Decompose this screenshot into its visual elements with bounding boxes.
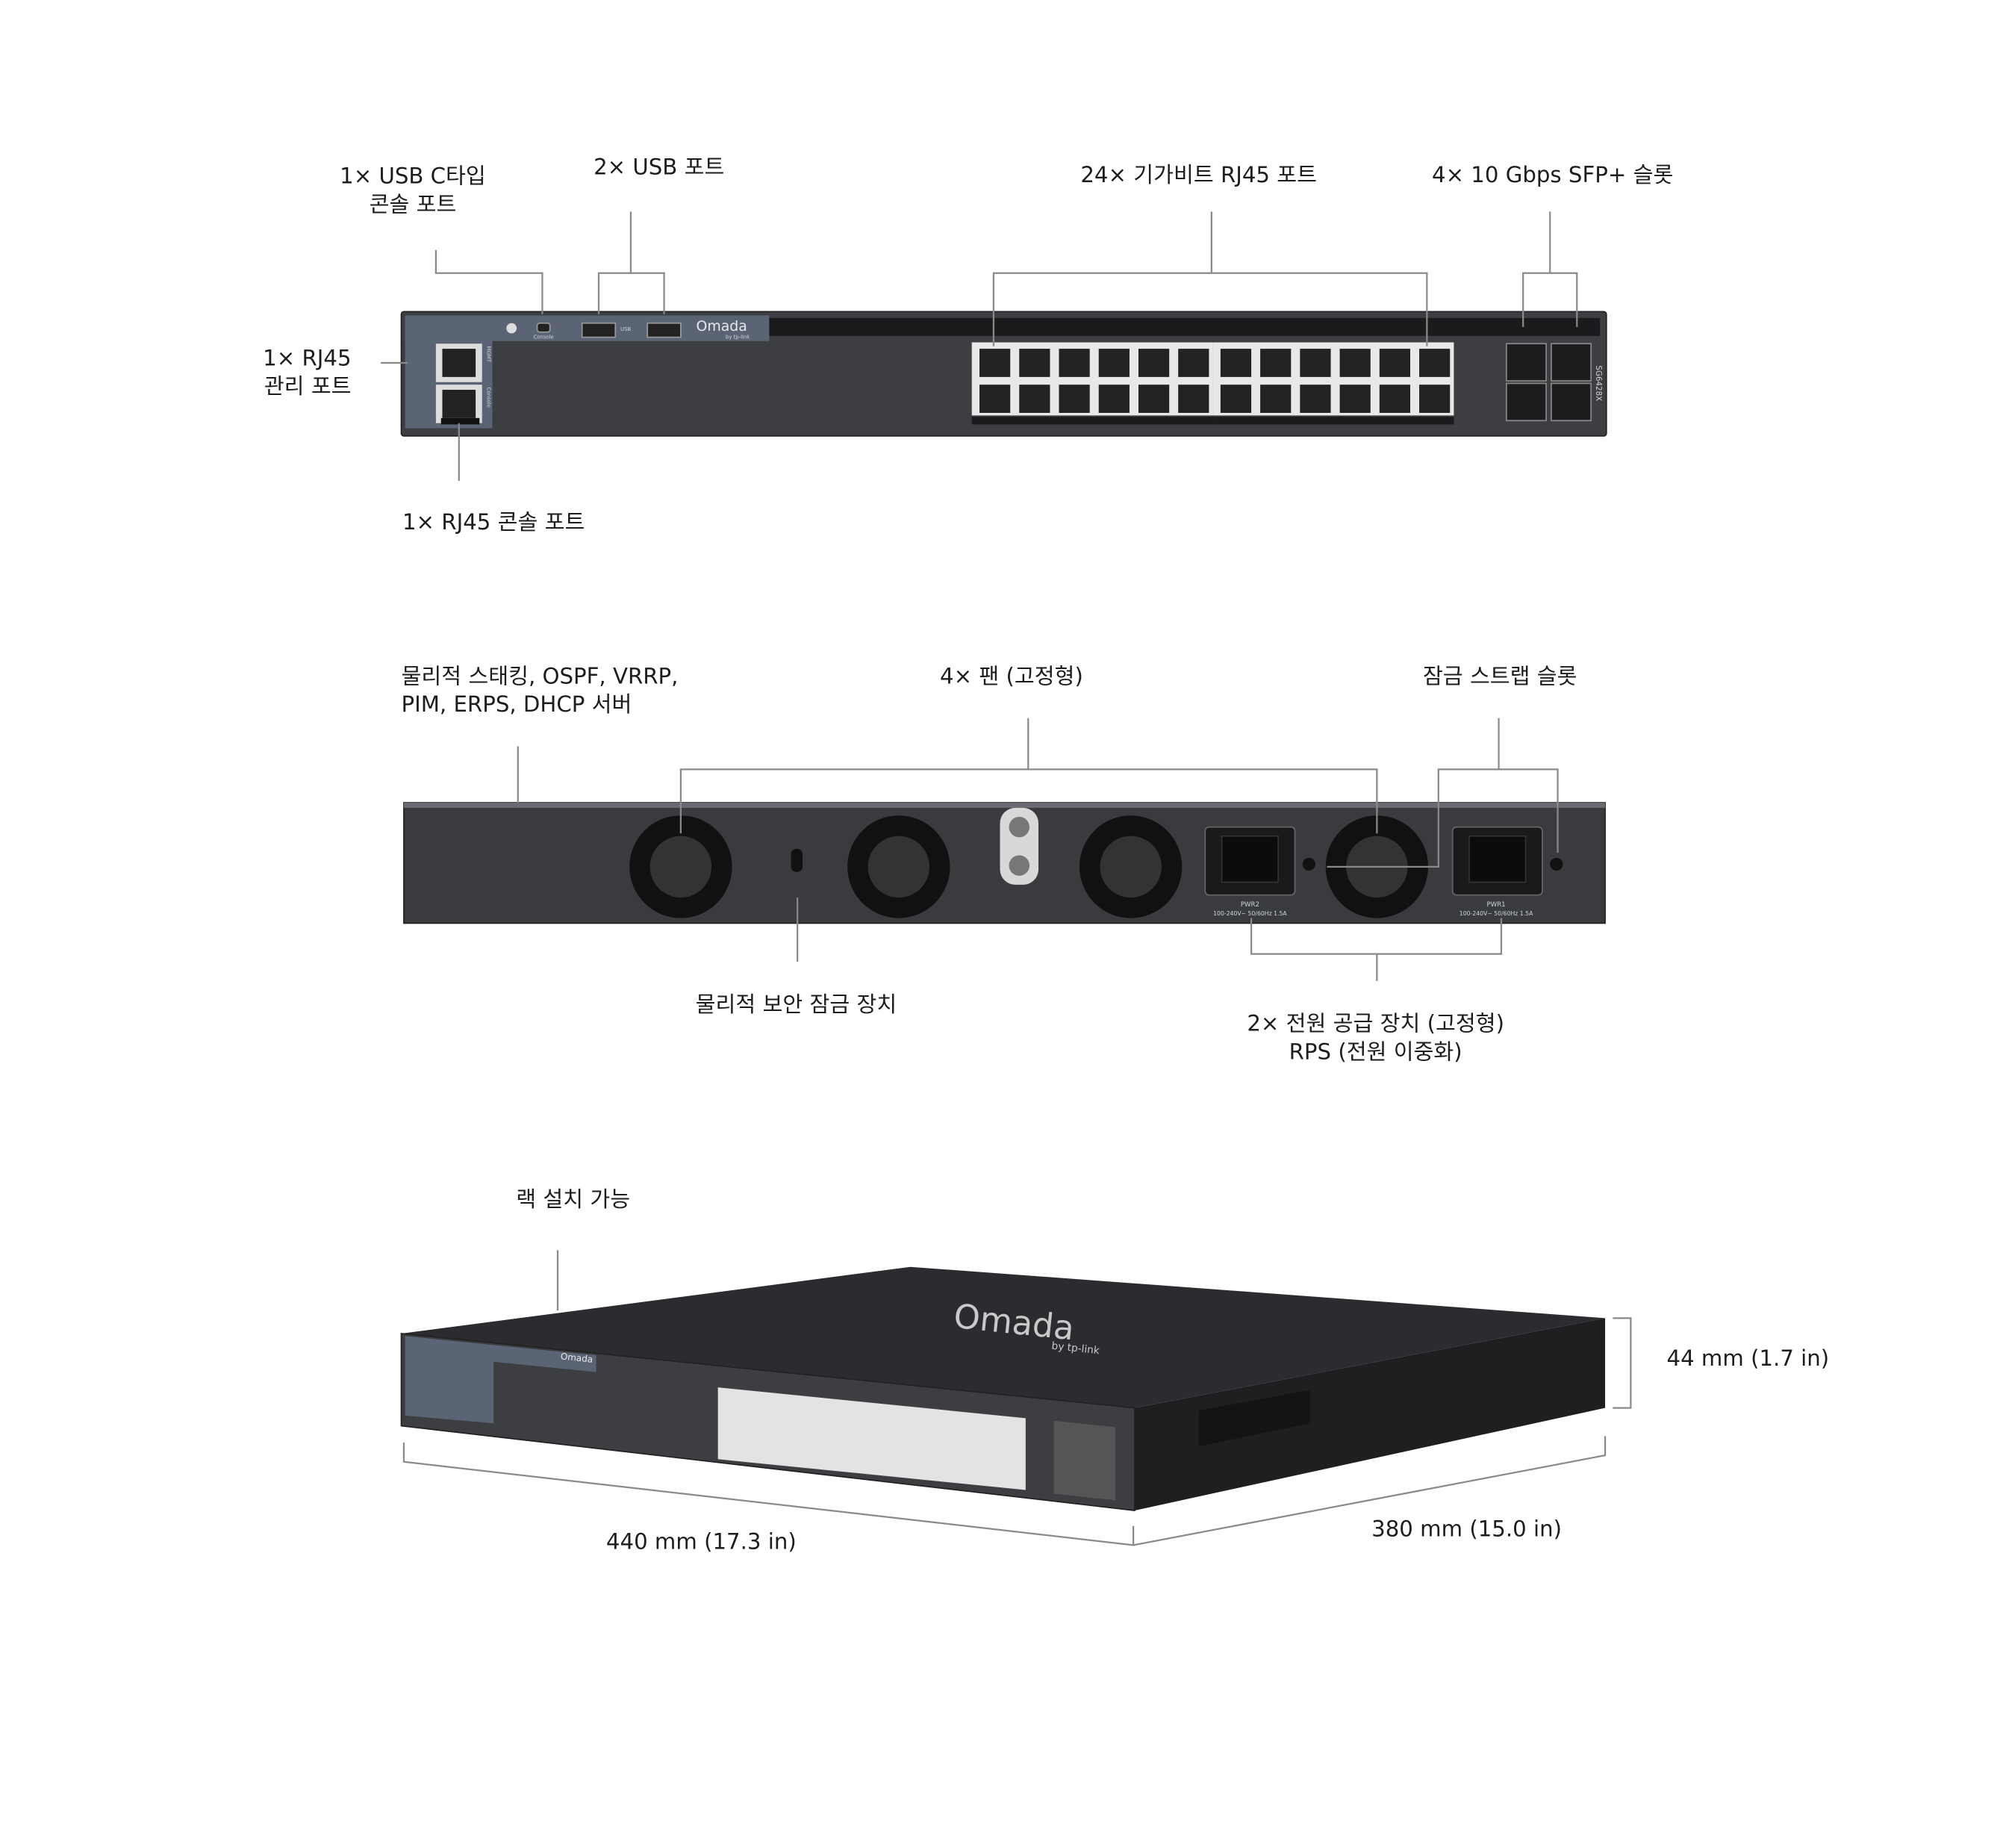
- strap-slot-2: [1550, 857, 1563, 871]
- label-height: 44 mm (1.7 in): [1666, 1346, 1830, 1372]
- label-depth: 380 mm (15.0 in): [1371, 1516, 1563, 1543]
- rj45-port: [1138, 349, 1170, 377]
- label-mgmt-port: 1× RJ45 관리 포트: [231, 345, 351, 402]
- rj45-port: [1220, 349, 1252, 377]
- label-strap-slot: 잠금 스트랩 슬롯: [1422, 664, 1577, 690]
- strap-slot-1: [1302, 857, 1315, 871]
- iso-omada-sub: by tp-link: [1051, 1340, 1100, 1357]
- rj45-port: [979, 385, 1011, 413]
- console-port-led: [440, 417, 480, 425]
- reset-button: [506, 323, 517, 334]
- sfp-slot: [1551, 343, 1592, 382]
- rj45-port: [1178, 349, 1209, 377]
- rj45-port: [1019, 349, 1050, 377]
- label-line: 2× 전원 공급 장치 (고정형): [1247, 1011, 1504, 1038]
- rj45-port: [1260, 349, 1292, 377]
- rj45-port: [1419, 385, 1451, 413]
- fan-hub: [1100, 836, 1162, 898]
- rj45-port: [1098, 349, 1130, 377]
- label-width: 440 mm (17.3 in): [605, 1529, 797, 1556]
- model-label: SG6428X: [1594, 365, 1603, 401]
- rj45-port-block: [971, 342, 1454, 425]
- label-line: 1× RJ45: [263, 346, 352, 373]
- iso-rj45-ports: [717, 1387, 1026, 1490]
- usb-port-1: [581, 322, 617, 338]
- label-rj45-console: 1× RJ45 콘솔 포트: [402, 510, 585, 536]
- port-number-strip: [1212, 417, 1454, 425]
- rj45-port: [1339, 385, 1371, 413]
- sfp-slot: [1551, 382, 1592, 422]
- label-usb-c-console: 1× USB C타입 콘솔 포트: [340, 163, 486, 220]
- label-line: 콘솔 포트: [369, 192, 457, 218]
- rj45-port: [1300, 385, 1331, 413]
- rj45-group: [971, 342, 1213, 416]
- label-line: 물리적 스태킹, OSPF, VRRP,: [401, 664, 679, 690]
- omada-logo-sub: by tp-link: [726, 334, 750, 340]
- fan-hub: [867, 836, 930, 898]
- label-rack-mount: 랙 설치 가능: [516, 1187, 631, 1213]
- iso-device: Omada by tp-link Omada: [400, 1266, 1606, 1511]
- rj45-port: [1300, 349, 1331, 377]
- label-line: RPS (전원 이중화): [1289, 1039, 1462, 1066]
- sfp-slot: [1505, 343, 1547, 382]
- pwr2-rating: 100-240V~ 50/60Hz 1.5A: [1213, 910, 1287, 917]
- rj45-port: [1098, 385, 1130, 413]
- label-line: 관리 포트: [264, 374, 352, 400]
- label-features: 물리적 스태킹, OSPF, VRRP, PIM, ERPS, DHCP 서버: [402, 663, 679, 720]
- usb-c-console-tag: Console: [534, 334, 554, 340]
- label-line: 1× USB C타입: [340, 164, 486, 190]
- rj45-port: [1260, 385, 1292, 413]
- kensington-lock-slot: [791, 848, 803, 872]
- sfp-slot: [1505, 382, 1547, 422]
- rear-leader-lines: [517, 718, 1559, 981]
- usb-tag: USB: [620, 326, 631, 332]
- usb-port-2: [647, 322, 682, 338]
- rj45-port: [1019, 385, 1050, 413]
- iso-dimension-lines: [402, 1250, 1632, 1546]
- label-rj45-ports: 24× 기가비트 RJ45 포트: [1080, 163, 1318, 189]
- rear-panel: PWR2 100-240V~ 50/60Hz 1.5A PWR1 100-240…: [403, 802, 1606, 924]
- rj45-port: [1379, 349, 1411, 377]
- front-vents: [769, 317, 1601, 336]
- rj45-port: [1059, 349, 1090, 377]
- rj45-group: [1212, 342, 1454, 416]
- iso-sfp-ports: [1053, 1420, 1116, 1501]
- label-fans: 4× 팬 (고정형): [940, 664, 1083, 690]
- rj45-port: [1419, 349, 1451, 377]
- port-number-strip: [971, 417, 1213, 425]
- rj45-port: [1178, 385, 1209, 413]
- label-security-lock: 물리적 보안 잠금 장치: [695, 992, 897, 1018]
- omada-logo: Omada: [696, 318, 747, 335]
- rj45-port: [1138, 385, 1170, 413]
- mgmt-tag: MGMT: [486, 346, 492, 363]
- pwr1-rating: 100-240V~ 50/60Hz 1.5A: [1459, 910, 1533, 917]
- rj45-port: [1339, 349, 1371, 377]
- rj45-port: [1059, 385, 1090, 413]
- front-leader-lines: [381, 211, 1578, 481]
- label-power-supply: 2× 전원 공급 장치 (고정형) RPS (전원 이중화): [1247, 1010, 1504, 1067]
- label-usb-ports: 2× USB 포트: [594, 155, 725, 181]
- sfp-port-block: [1505, 343, 1592, 422]
- rj45-port: [979, 349, 1011, 377]
- front-panel: Console USB Omada by tp-link MGMT Consol…: [400, 311, 1607, 437]
- console-rj45-tag: Console: [486, 388, 492, 408]
- rj45-port: [1379, 385, 1411, 413]
- usb-c-console-port: [536, 322, 551, 333]
- pwr2-label: PWR2: [1241, 901, 1259, 909]
- iso-side-vent: [1198, 1390, 1311, 1447]
- label-sfp-slots: 4× 10 Gbps SFP+ 슬롯: [1431, 163, 1674, 189]
- fan-hub: [649, 836, 712, 898]
- rj45-port: [1220, 385, 1252, 413]
- pwr1-label: PWR1: [1487, 901, 1506, 909]
- label-line: PIM, ERPS, DHCP 서버: [401, 692, 632, 718]
- iso-front-logo: Omada: [560, 1351, 594, 1364]
